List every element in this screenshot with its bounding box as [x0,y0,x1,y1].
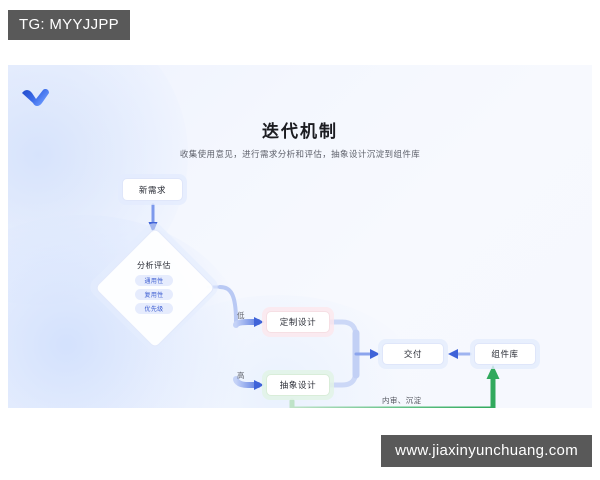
watermark-top-left: TG: MYYJJPP [8,10,130,40]
diamond-content: 分析评估 通用性 复用性 优先级 [100,233,208,341]
page-title: 迭代机制 [262,122,338,141]
edge-analysis-split [206,285,264,390]
edge-abstract-to-library-loop [289,365,500,408]
diagram-card: 迭代机制 收集使用意见，进行需求分析和评估，抽象设计沉淀到组件库 [8,65,592,408]
node-delivery[interactable]: 交付 [382,343,444,365]
page-subtitle: 收集使用意见，进行需求分析和评估，抽象设计沉淀到组件库 [179,149,421,159]
node-abstract-design[interactable]: 抽象设计 [266,374,330,396]
node-analysis-evaluation[interactable]: 分析评估 通用性 复用性 优先级 [86,219,222,355]
edge-label-low: 低 [237,311,245,320]
edge-label-loop: 内审、沉淀 [382,396,422,405]
node-custom-design[interactable]: 定制设计 [266,311,330,333]
node-new-requirement[interactable]: 新需求 [122,178,183,201]
brand-check-logo-icon [20,86,54,108]
flow-diagram: 新需求 分析评估 通用性 复用性 优先级 定制设计 抽象设计 交付 组件库 低 … [8,65,592,408]
edge-label-high: 高 [237,371,245,380]
tag-generality[interactable]: 通用性 [135,275,173,286]
watermark-bottom-right: www.jiaxinyunchuang.com [381,435,592,467]
diamond-title: 分析评估 [137,261,171,270]
edge-merge-to-delivery [327,319,380,388]
edge-library-to-delivery [448,349,472,359]
tag-priority[interactable]: 优先级 [135,303,173,314]
tag-reusability[interactable]: 复用性 [135,289,173,300]
node-component-library[interactable]: 组件库 [474,343,536,365]
